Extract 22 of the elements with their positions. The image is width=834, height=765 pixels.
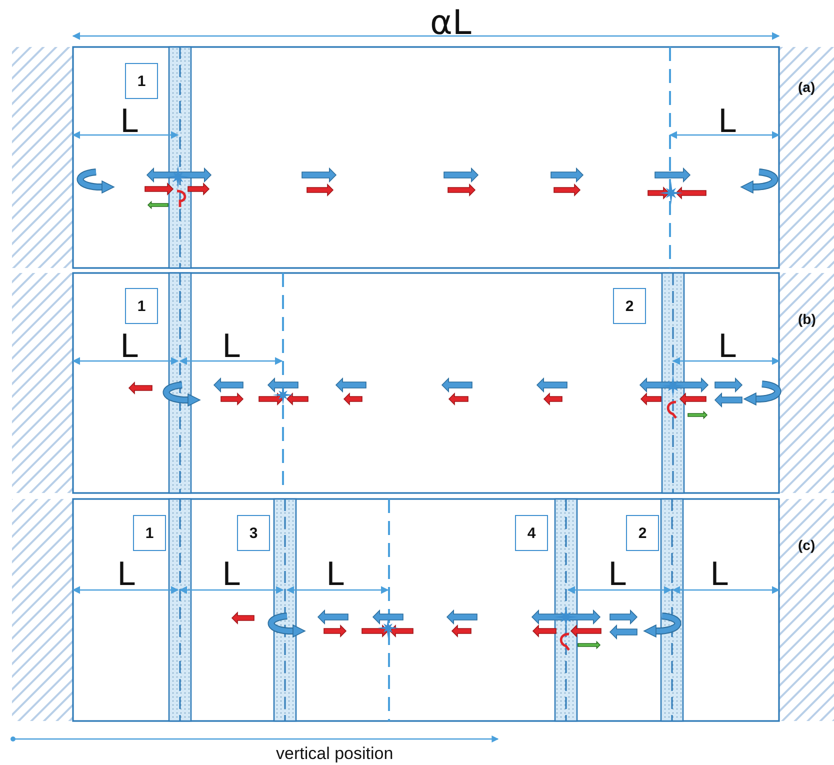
panel-label: (c): [798, 538, 816, 552]
number-box: 1: [133, 515, 166, 551]
dimension-label: L: [222, 330, 240, 362]
dimension-label: L: [120, 105, 138, 137]
dimension-label: L: [608, 558, 626, 590]
number-box: 1: [125, 288, 158, 324]
number-box: 2: [613, 288, 646, 324]
dimension-label: L: [120, 330, 138, 362]
number-box: 2: [626, 515, 659, 551]
dimension-label: αL: [430, 6, 472, 40]
panel-label: (a): [798, 80, 816, 94]
dimension-label: L: [117, 558, 135, 590]
dimension-label: L: [718, 330, 736, 362]
number-box: 1: [125, 63, 158, 99]
axis-label: vertical position: [276, 745, 394, 762]
dimension-label: L: [326, 558, 344, 590]
dimension-label: L: [710, 558, 728, 590]
dimension-label: L: [222, 558, 240, 590]
number-box: 3: [237, 515, 270, 551]
dimension-label: L: [718, 105, 736, 137]
number-box: 4: [515, 515, 548, 551]
panel-label: (b): [798, 312, 816, 326]
